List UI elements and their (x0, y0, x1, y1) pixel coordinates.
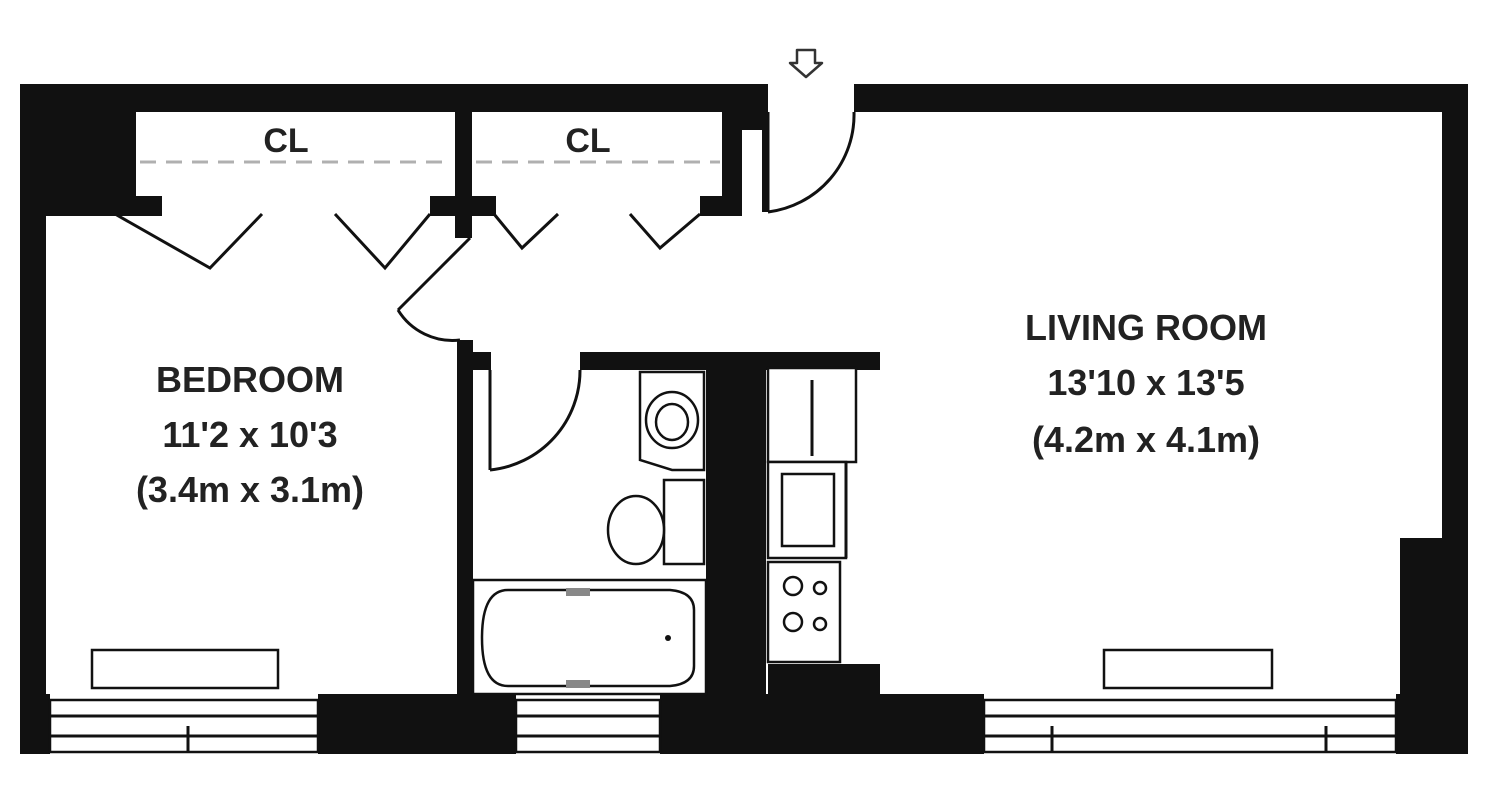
radiator-bedroom (90, 648, 280, 690)
bedroom-door[interactable] (396, 236, 472, 342)
bedroom-size-ft: 11'2 x 10'3 (162, 414, 337, 455)
living-room-size-m: (4.2m x 4.1m) (1032, 419, 1260, 460)
living-room-size-ft: 13'10 x 13'5 (1047, 362, 1244, 403)
window-bedroom (48, 698, 320, 754)
closet-walls (136, 112, 762, 238)
closet-door-1[interactable] (114, 212, 264, 270)
closet-door-4[interactable] (628, 212, 701, 251)
closet-1-label: CL (263, 122, 308, 160)
down-arrow-icon (788, 48, 824, 79)
outer-walls (20, 84, 1468, 754)
sink-icon (638, 370, 706, 472)
window-bathroom (514, 698, 662, 754)
closet-2-label: CL (565, 122, 610, 160)
window-living (982, 698, 1398, 754)
stove-icon (766, 560, 842, 664)
toilet-icon (606, 478, 706, 566)
living-room-name: LIVING ROOM (1025, 307, 1267, 348)
closet-door-3[interactable] (492, 212, 560, 251)
bedroom-size-m: (3.4m x 3.1m) (136, 469, 364, 510)
bathtub-icon (471, 578, 708, 696)
bathroom-door[interactable] (488, 369, 582, 472)
entrance-door[interactable] (762, 111, 856, 214)
bathroom-walls (473, 352, 880, 694)
kitchen-counter (766, 366, 858, 560)
bedroom-name: BEDROOM (156, 359, 344, 400)
closet-door-2[interactable] (333, 212, 432, 271)
bedroom-wall (457, 340, 473, 694)
radiator-living (1102, 648, 1274, 690)
